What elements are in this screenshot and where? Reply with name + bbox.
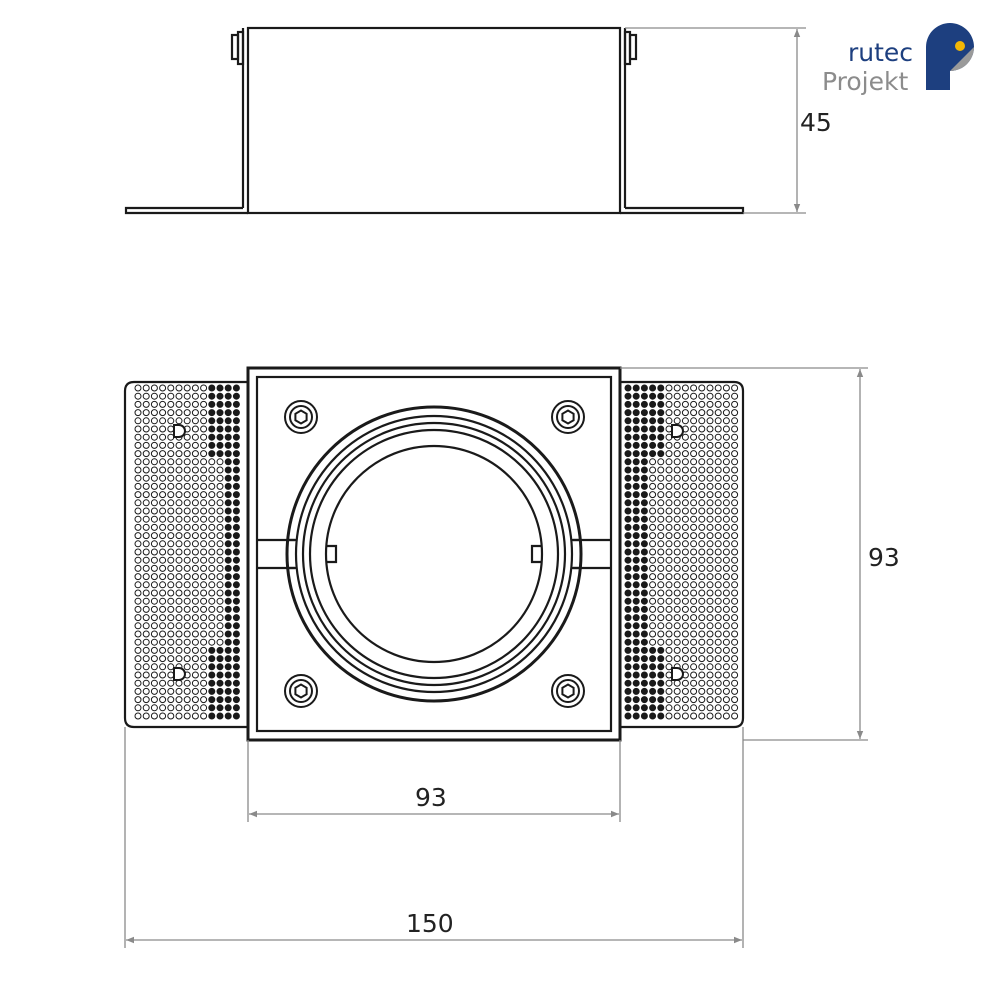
perforation-left <box>134 384 240 720</box>
dimension-height-label: 45 <box>800 108 832 137</box>
dimension-height: 45 <box>625 27 832 214</box>
frame-inner <box>255 375 613 733</box>
logo-text-projekt: Projekt <box>822 67 908 96</box>
clip-right <box>623 30 638 66</box>
dimension-width-total: 150 <box>124 727 744 948</box>
logo-p-icon <box>926 23 974 90</box>
dimension-width-total-label: 150 <box>406 909 454 938</box>
perforation-right <box>624 384 739 720</box>
frame-outer <box>246 366 622 742</box>
clip-left <box>230 30 245 66</box>
brand-logo: rutec Projekt <box>822 23 974 96</box>
hex-screws <box>284 400 585 708</box>
left-perforated-flange <box>123 380 248 729</box>
dimension-depth-label: 93 <box>868 543 900 572</box>
logo-text-rutec: rutec <box>848 38 913 67</box>
side-view <box>124 26 745 215</box>
top-view <box>123 366 745 742</box>
ring-outer <box>285 405 583 703</box>
right-perforated-flange <box>620 380 745 729</box>
dimension-depth: 93 <box>620 367 900 741</box>
dimension-width-inner-label: 93 <box>415 783 447 812</box>
ring-inner <box>324 444 544 664</box>
keyhole-slots <box>173 424 684 681</box>
dimension-width-inner: 93 <box>247 740 621 822</box>
